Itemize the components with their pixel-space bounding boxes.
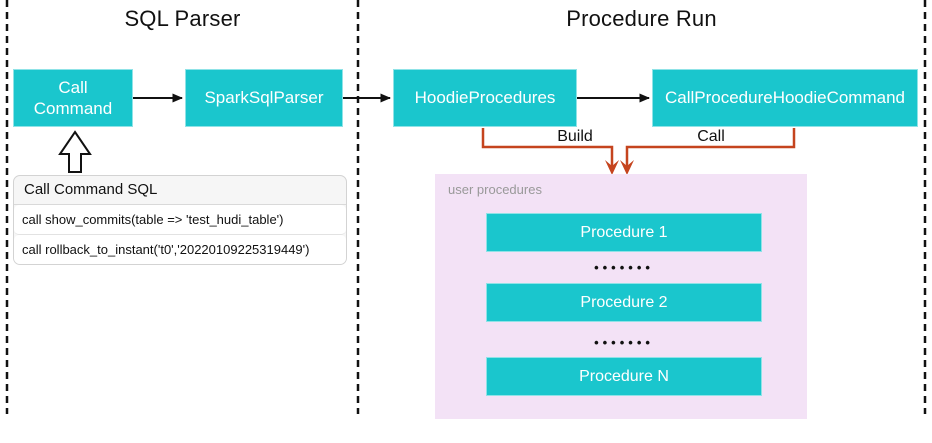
call-edge-label: Call <box>697 128 725 145</box>
sql-statement: call show_commits(table => 'test_hudi_ta… <box>14 205 346 235</box>
node-call-command: Call Command <box>13 69 133 127</box>
call-command-sql-panel: Call Command SQL call show_commits(table… <box>13 175 347 265</box>
node-sparksqlparser: SparkSqlParser <box>185 69 343 127</box>
procedure-run-section-title: Procedure Run <box>566 6 717 31</box>
node-callprocedurehoodiecommand: CallProcedureHoodieCommand <box>652 69 918 127</box>
sql-panel-title: Call Command SQL <box>14 176 346 205</box>
build-arrowhead-icon <box>605 160 619 175</box>
procedure-n-bar: Procedure N <box>486 357 762 396</box>
sql-statement: call rollback_to_instant('t0','202201092… <box>14 235 346 264</box>
procedure-2-bar: Procedure 2 <box>486 283 762 322</box>
call-arrowhead-icon <box>620 160 634 175</box>
ellipsis-dots: ••••••• <box>594 260 654 275</box>
node-hoodieprocedures: HoodieProcedures <box>393 69 577 127</box>
hollow-up-arrow-icon <box>58 130 92 173</box>
ellipsis-dots: ••••••• <box>594 335 654 350</box>
procedure-1-bar: Procedure 1 <box>486 213 762 252</box>
sql-parser-section-title: SQL Parser <box>124 6 241 31</box>
build-edge-label: Build <box>557 128 593 145</box>
user-procedures-label: user procedures <box>448 182 542 197</box>
user-procedures-panel: user procedures Procedure 1 ••••••• Proc… <box>435 174 807 419</box>
